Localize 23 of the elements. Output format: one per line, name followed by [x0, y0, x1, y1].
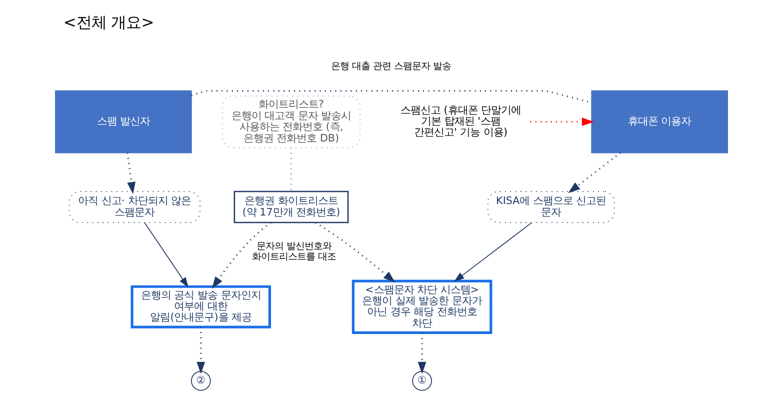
node-circle: ②	[190, 370, 210, 391]
node-box: KISA에 스팸으로 신고된 문자	[486, 191, 614, 223]
node-text: 스팸신고 (휴대폰 단말기에 기본 탑재된 '스팸 간편신고' 기능 이용)	[400, 104, 521, 139]
node-box: 은행권 화이트리스트 (약 17만개 전화번호)	[233, 190, 348, 224]
arrow	[211, 222, 271, 289]
arrow	[530, 118, 594, 126]
node-box: 휴대폰 이용자	[590, 90, 728, 154]
node-box: 은행의 공식 발송 문자인지 여부에 대한 알림(안내문구)을 제공	[130, 285, 271, 328]
arrow	[568, 152, 620, 194]
node-box: 아직 신고· 차단되지 않은 스팸문자	[68, 191, 200, 223]
arrow	[196, 327, 205, 374]
arrow	[126, 152, 136, 194]
node-box: 화이트리스트? 은행이 대고객 문자 발송시 사용하는 전화번호 (즉, 은행권 전화번호 DB)	[221, 96, 360, 148]
arrow	[314, 222, 395, 283]
arrow	[417, 333, 426, 374]
edge-label: 문자의 발신번호와 화이트리스트를 대조	[252, 241, 336, 262]
node-box: 스팸 발신자	[54, 90, 192, 154]
node-circle: ①	[412, 370, 432, 391]
diagram-title: <전체 개요>	[62, 14, 154, 32]
node-box: <스팸문자 차단 시스템> 은행이 실제 발송한 문자가 아닌 경우 해당 전화번호 차단	[351, 280, 492, 334]
arrow	[454, 222, 532, 282]
edge-label: 은행 대출 관련 스팸문자 발송	[330, 61, 451, 72]
arrow	[144, 222, 188, 288]
